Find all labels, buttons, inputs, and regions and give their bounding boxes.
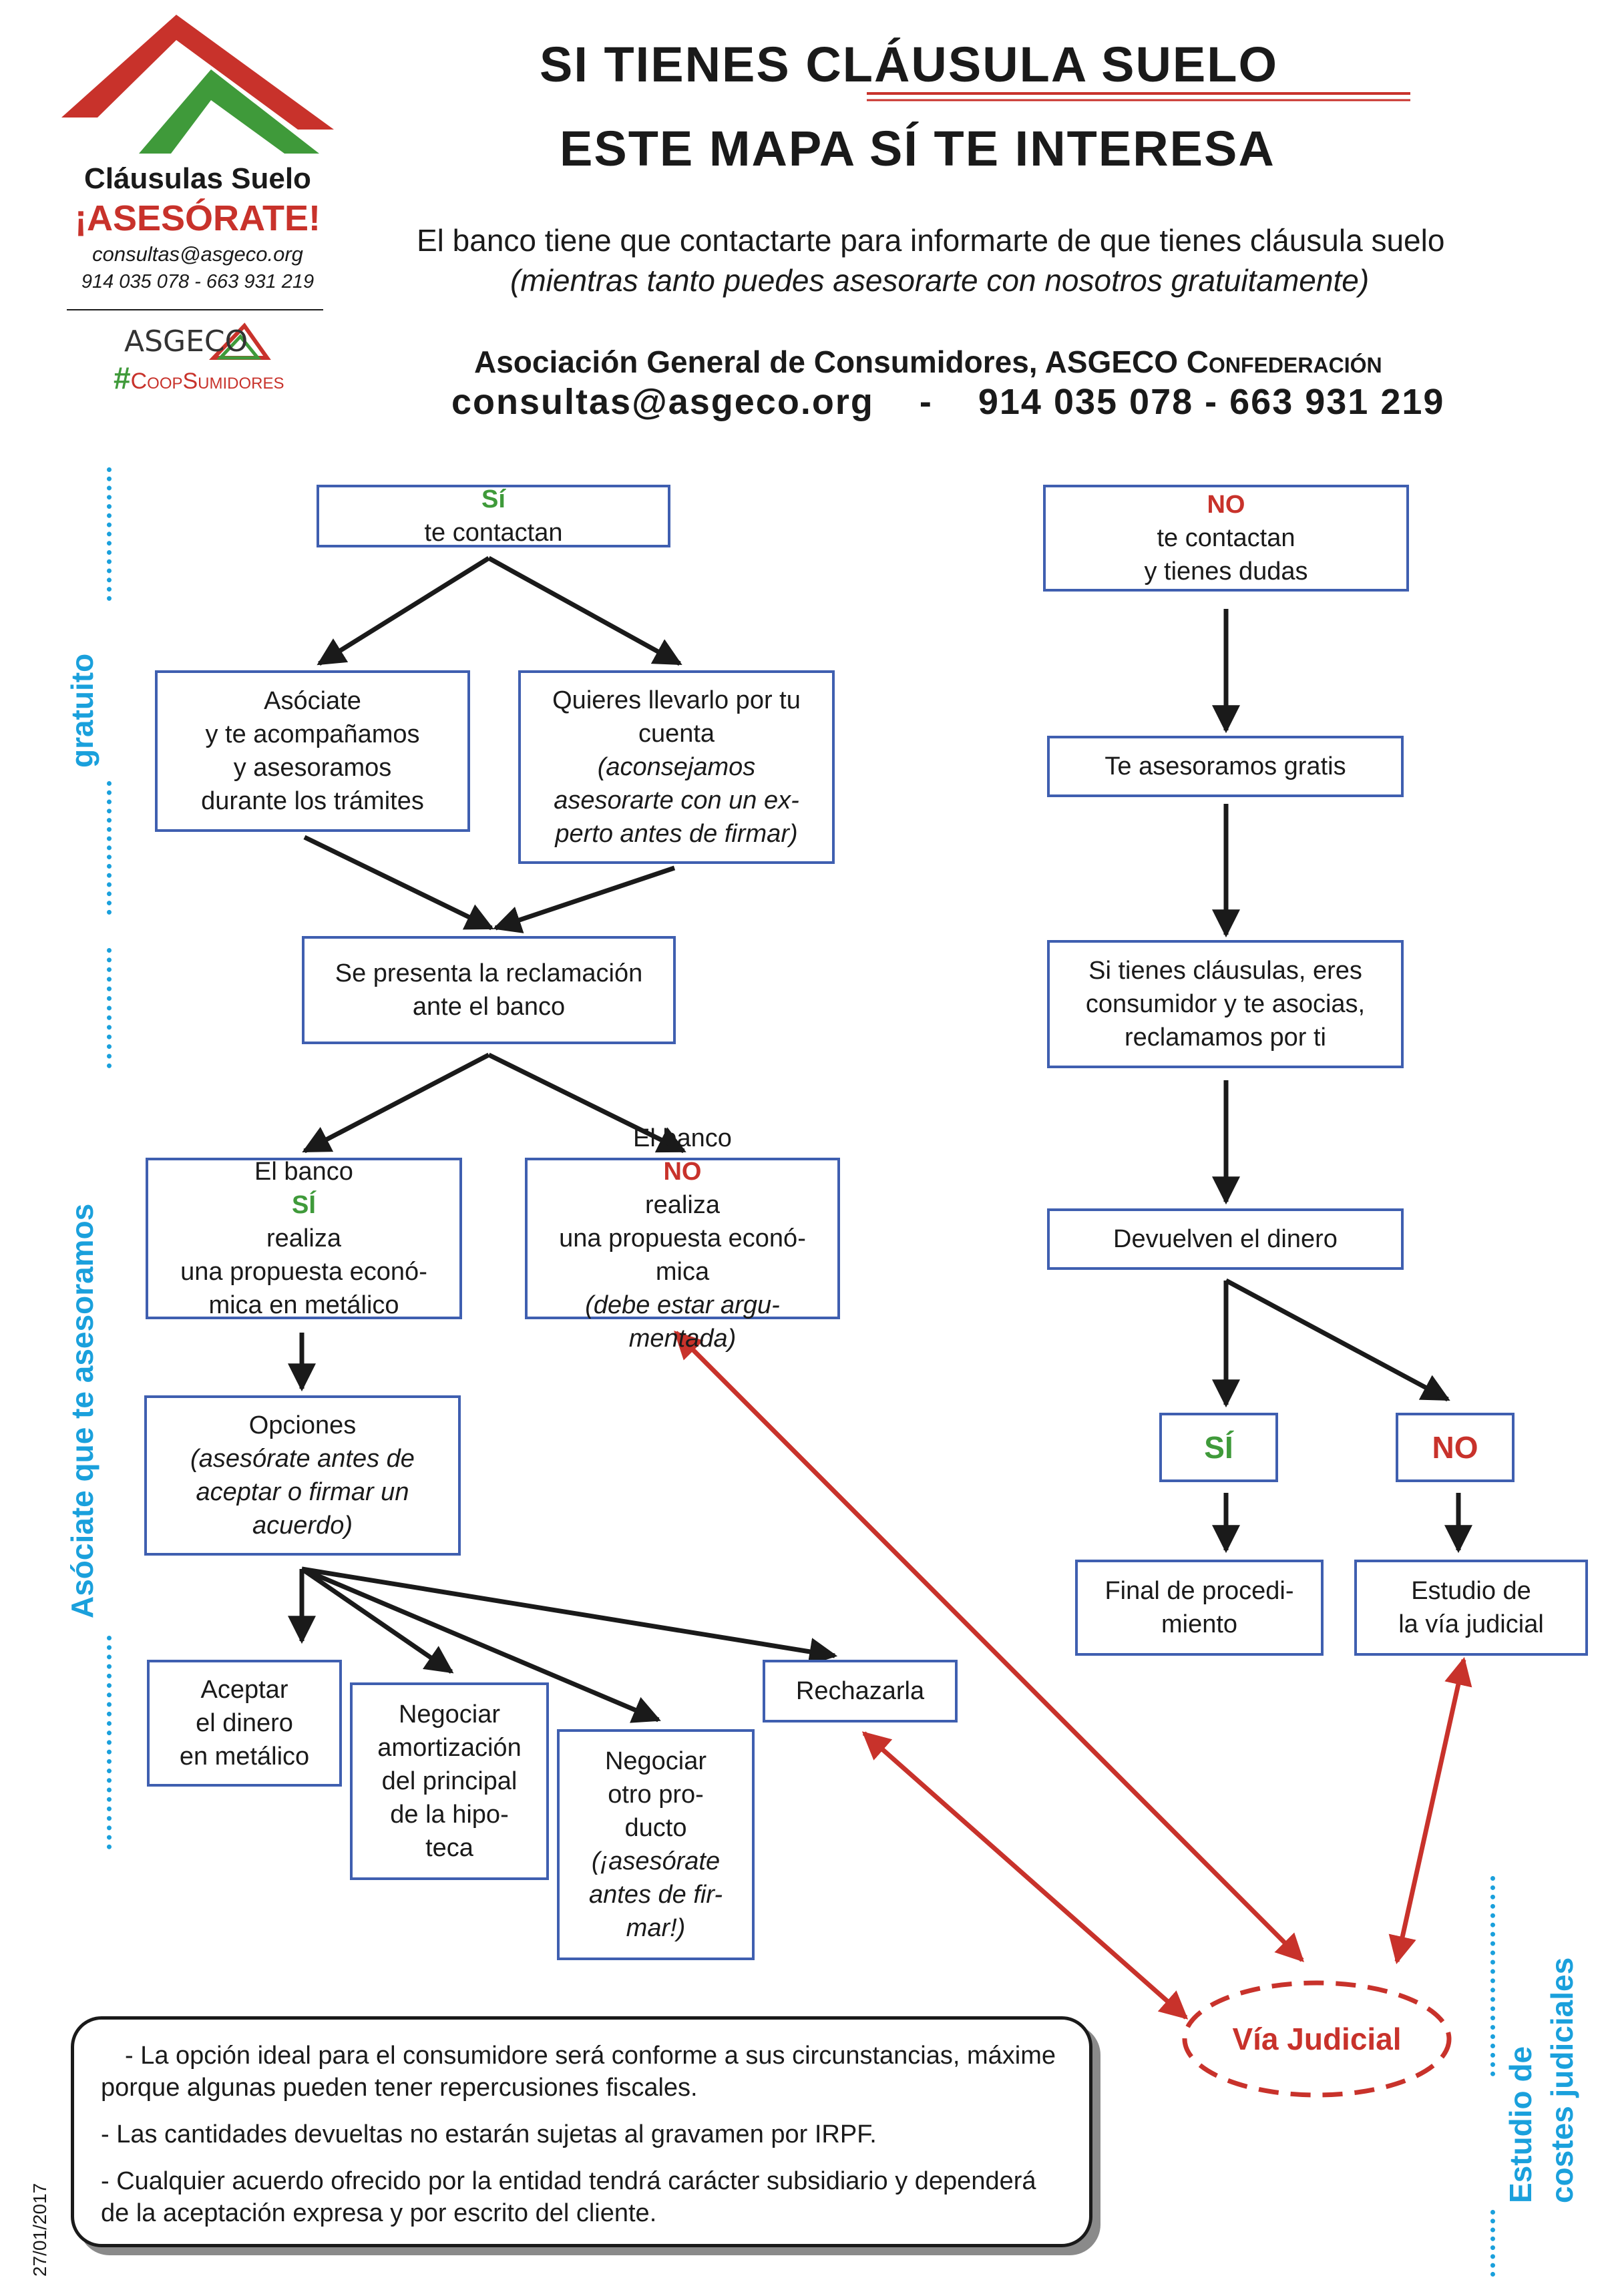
intro-italic: (mientras tanto puedes asesorarte con no… xyxy=(510,263,1370,298)
box-por-tu-cuenta: Quieres llevarlo por tu cuenta (aconseja… xyxy=(518,670,835,864)
logo-phones: 914 035 078 - 663 931 219 xyxy=(81,271,315,292)
dots-gratuito-bottom xyxy=(107,781,112,915)
box-final-procedimiento: Final de procedi- miento xyxy=(1075,1560,1324,1656)
arrow-asociate-to-reclamacion xyxy=(303,835,494,931)
box-devuelven: Devuelven el dinero xyxy=(1047,1208,1404,1270)
page-title: SI TIENES CLÁUSULA SUELO xyxy=(540,36,1278,93)
arrow-si-to-asociate xyxy=(317,556,490,666)
contact-email[interactable]: consultas@asgeco.org xyxy=(451,382,874,422)
red-arrow-estudio-to-via xyxy=(1388,1656,1472,1965)
logo-block: Cláusulas Suelo ¡ASESÓRATE! consultas@as… xyxy=(57,162,338,295)
org-name: Asociación General de Consumidores, ASGE… xyxy=(474,345,1382,379)
title-part1: SI TIENES xyxy=(540,37,806,92)
logo-red-roof xyxy=(61,15,334,130)
box-negociar-otro: Negociar otro pro- ducto (¡asesórate ant… xyxy=(557,1729,755,1960)
dots-estudio xyxy=(1490,1876,1495,2076)
logo-title: Cláusulas Suelo xyxy=(84,162,311,195)
logo-email: consultas@asgeco.org xyxy=(92,242,303,266)
box-negociar-amortizacion: Negociar amortización del principal de l… xyxy=(350,1682,549,1880)
page-subtitle: ESTE MAPA SÍ TE INTERESA xyxy=(560,121,1275,176)
box-reclamacion: Se presenta la reclamación ante el banco xyxy=(302,936,676,1044)
contact-phones: 914 035 078 - 663 931 219 xyxy=(978,382,1445,422)
arrow-opciones-to-rechazar xyxy=(301,1566,838,1666)
box-rechazar: Rechazarla xyxy=(763,1660,958,1723)
box-si-contactan: Sí te contactan xyxy=(317,485,670,547)
box-estudio-via: Estudio de la vía judicial xyxy=(1354,1560,1588,1656)
box-opciones: Opciones (asesórate antes de aceptar o f… xyxy=(144,1395,461,1556)
label-estudio-2: costes judiciales xyxy=(1545,1957,1579,2203)
dots-gratuito-top xyxy=(107,467,112,601)
intro-text: El banco tiene que contactarte para info… xyxy=(417,223,1445,258)
contact-line: consultas@asgeco.org - 914 035 078 - 663… xyxy=(451,382,1445,422)
dots-asociate-top xyxy=(107,948,112,1068)
asgeco-brand: ASGECO xyxy=(124,324,248,359)
note-3: - Cualquier acuerdo ofrecido por la enti… xyxy=(101,2167,1036,2227)
red-arrow-bancono-to-via xyxy=(674,1331,1304,1962)
box-aceptar: Aceptar el dinero en metálico xyxy=(147,1660,342,1787)
print-date: 27/01/2017 xyxy=(29,2183,50,2277)
coopsumidores-text: CoopSumidores xyxy=(130,369,284,394)
org-confed: Confederación xyxy=(1186,345,1382,379)
dots-asociate-bottom xyxy=(107,1636,112,1849)
dots-estudio-bottom xyxy=(1490,2210,1495,2277)
title-highlight: CLÁUSULA SUELO xyxy=(805,37,1279,92)
box-banco-no: El banco NO realiza una propuesta econó-… xyxy=(525,1124,840,1353)
note-2: - Las cantidades devueltas no estarán su… xyxy=(101,2120,877,2148)
arrow-opciones-to-otro xyxy=(300,1566,661,1723)
label-gratuito: gratuito xyxy=(65,653,99,768)
logo-green-roof xyxy=(139,69,319,154)
arrow-reclamacion-to-no xyxy=(487,1052,686,1154)
arrow-opciones-to-amort xyxy=(300,1567,454,1674)
box-reclamamos: Si tienes cláusulas, eres consumidor y t… xyxy=(1047,940,1404,1068)
arrow-cuenta-to-reclamacion xyxy=(493,865,676,933)
box-no-contactan: NO te contactan y tienes dudas xyxy=(1043,485,1409,592)
box-si: SÍ xyxy=(1159,1413,1278,1482)
via-judicial-oval xyxy=(1182,1980,1452,2098)
arrow-si-to-cuenta xyxy=(487,555,682,666)
arrow-devuelven-to-no xyxy=(1225,1278,1450,1402)
notes-box: - La opción ideal para el consumidore se… xyxy=(71,2016,1092,2247)
box-no: NO xyxy=(1396,1413,1515,1482)
note-1: - La opción ideal para el consumidore se… xyxy=(101,2042,1056,2102)
box-asesoramos-gratis: Te asesoramos gratis xyxy=(1047,736,1404,797)
arrow-reclamacion-to-si xyxy=(302,1052,490,1154)
label-estudio-1: Estudio de xyxy=(1503,2046,1538,2203)
coopsumidores-tag: #CoopSumidores xyxy=(114,363,284,395)
hashtag: # xyxy=(114,361,131,395)
si-label: Sí xyxy=(481,485,506,513)
box-banco-si: El banco SÍ realiza una propuesta econó-… xyxy=(146,1158,462,1319)
box-asociate: Asóciate y te acompañamos y asesoramos d… xyxy=(155,670,470,832)
logo-slogan: ¡ASESÓRATE! xyxy=(74,198,321,238)
label-asociate: Asóciate que te asesoramos xyxy=(65,1203,99,1618)
red-arrow-rechazar-to-via xyxy=(861,1731,1189,2020)
via-judicial-label: Vía Judicial xyxy=(1232,2022,1402,2056)
